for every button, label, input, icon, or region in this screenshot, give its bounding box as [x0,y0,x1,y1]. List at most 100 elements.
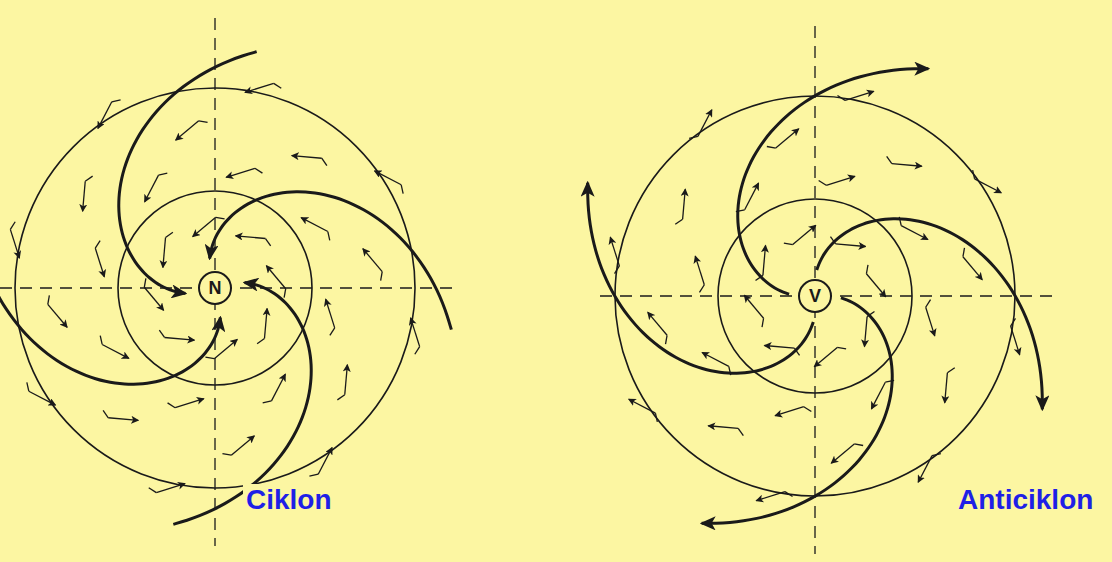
flow-arm [817,219,1043,410]
wind-barb [866,265,868,274]
isobar-circle [615,96,1015,496]
flow-arm [210,192,452,330]
wind-barb [100,336,102,345]
wind-arrow [108,418,138,421]
wind-arrow [164,337,194,340]
wind-barb [675,219,682,224]
wind-barb [830,237,835,244]
wind-arrow [945,373,948,403]
wind-arrow [698,110,712,137]
wind-arrow [776,129,799,148]
wind-arrow [95,248,104,277]
wind-arrow [98,102,112,129]
wind-arrow [345,365,348,395]
wind-barb [144,278,146,287]
wind-arrow [814,347,837,366]
wind-barb [263,401,272,403]
wind-arrow [48,304,67,327]
wind-barb [322,158,327,165]
wind-barb [27,382,29,391]
wind-barb [48,295,50,304]
wind-barb [274,83,282,88]
flow-arm [119,52,257,294]
wind-barb [216,217,225,219]
wind-arrow [836,244,866,247]
flow-arm [702,298,893,524]
wind-barb [415,347,420,355]
wind-arrow [648,312,667,335]
wind-arrow [695,256,704,285]
wind-barb [854,444,863,446]
wind-arrow [236,236,266,239]
wind-arrow [301,218,328,232]
wind-barb [785,492,793,497]
wind-arrow [83,181,86,211]
wind-barb [257,339,264,344]
wind-barb [932,454,941,456]
isobar-circle [15,88,415,488]
wind-barb [899,217,901,226]
wind-barb [337,395,344,400]
wind-arrow [763,245,766,275]
anticyclone-figure [588,26,1055,554]
wind-arrow [708,426,738,429]
wind-arrow [629,399,656,413]
wind-barb [85,176,92,181]
wind-arrow [901,226,928,240]
wind-arrow [793,225,816,244]
wind-arrow [271,374,285,401]
wind-arrow [975,179,1002,193]
wind-arrow [145,175,159,202]
wind-arrow [831,444,854,463]
wind-arrow [102,344,129,358]
wind-barb [284,289,286,298]
wind-arrow [744,295,763,318]
wind-arrow [756,492,785,501]
wind-barb [973,170,975,179]
wind-arrow [326,299,335,328]
wind-barb [837,96,845,101]
wind-arrow [245,83,274,92]
wind-barb [689,136,698,138]
wind-arrow [866,274,885,297]
cyclone-figure [0,18,455,546]
wind-arrow [363,249,382,272]
wind-arrow [826,176,855,185]
wind-barb [222,454,231,456]
figure-title-label: Anticiklon [955,484,1096,516]
wind-barb [401,185,403,194]
wind-barb [867,311,874,316]
wind-barb [736,210,745,212]
wind-arrow [10,229,19,258]
wind-barb [655,413,657,422]
wind-arrow [918,456,932,483]
wind-barb [819,180,827,185]
flow-arm [588,183,814,374]
pressure-center-circle: N [198,271,232,305]
wind-arrow [29,391,56,405]
wind-arrow [775,407,804,416]
wind-barb [666,335,668,344]
wind-barb [767,147,776,149]
wind-barb [885,380,894,382]
wind-barb [699,285,704,293]
wind-barb [762,318,764,327]
wind-arrow [214,339,237,358]
wind-arrow [702,352,729,366]
wind-barb [784,243,793,245]
wind-barb [166,232,173,237]
wind-barb [159,173,168,175]
wind-barb [168,403,176,408]
isobar-circle [718,199,912,393]
wind-barb [149,488,157,493]
figure-title-label: Ciklon [243,484,335,516]
wind-arrow [231,436,254,455]
wind-barb [1011,318,1016,326]
wind-barb [266,239,271,246]
wind-barb [328,232,330,241]
flow-arm [0,246,220,384]
wind-barb [199,121,208,123]
